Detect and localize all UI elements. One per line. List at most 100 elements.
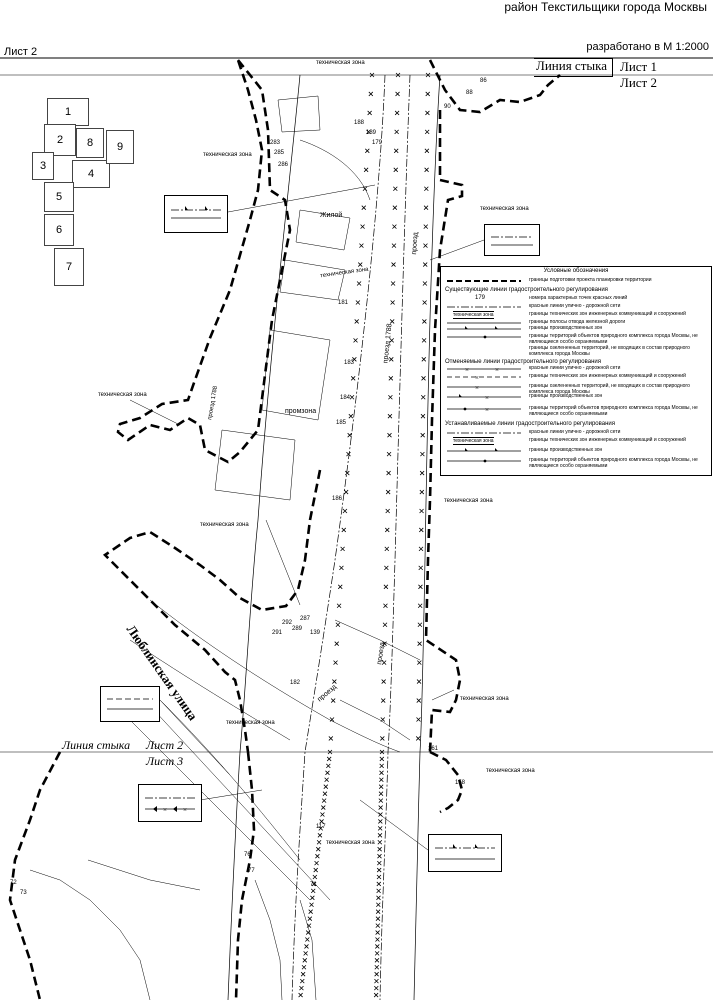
legend-row-13: границы территорий объектов природного к… — [529, 405, 698, 417]
cancelled-line-cross — [374, 971, 379, 977]
cancelled-line-cross — [363, 167, 369, 173]
cancelled-line-cross — [365, 148, 370, 154]
cancelled-line-cross — [366, 129, 371, 135]
cancelled-line-cross — [374, 978, 379, 984]
svg-text:×: × — [495, 366, 499, 373]
index-sheet-8[interactable]: 8 — [76, 128, 104, 158]
cancelled-line-cross — [337, 584, 343, 590]
cancelled-line-cross — [382, 622, 388, 628]
point-number: 71 — [310, 882, 317, 888]
cancelled-line-cross — [350, 376, 356, 381]
cancelled-line-cross — [377, 826, 383, 831]
cancelled-line-cross — [380, 736, 385, 741]
cancelled-line-cross — [390, 281, 396, 286]
cancelled-line-cross — [348, 413, 354, 419]
cancelled-line-cross — [379, 777, 384, 783]
cancelled-line-cross — [389, 338, 395, 343]
key-box-4: ×× — [138, 784, 202, 822]
cancelled-line-cross — [388, 376, 394, 381]
cancelled-line-cross — [425, 91, 431, 97]
cancelled-line-cross — [311, 881, 317, 887]
cancelled-line-cross — [388, 394, 393, 400]
cancelled-line-cross — [320, 805, 326, 810]
cancelled-line-cross — [376, 881, 382, 887]
cancelled-line-cross — [392, 205, 398, 210]
svg-text:×: × — [485, 394, 489, 401]
cancelled-line-cross — [304, 944, 309, 949]
point-number: 286 — [278, 162, 289, 168]
cancelled-line-cross — [347, 432, 352, 438]
zone-label-technical-6: техническая зона — [444, 498, 493, 504]
cancelled-line-cross — [377, 853, 382, 859]
key-box-3 — [100, 686, 160, 722]
cancelled-line-cross — [376, 902, 381, 908]
project-boundary — [8, 59, 561, 1000]
index-sheet-7[interactable]: 7 — [54, 248, 84, 286]
index-sheet-6[interactable]: 6 — [44, 214, 74, 246]
legend-row-6: границы производственных зон — [529, 325, 603, 331]
svg-text:×: × — [475, 384, 479, 391]
bottom-join-label: Линия стыка — [62, 738, 131, 752]
cancelled-line-cross — [421, 376, 426, 381]
cancelled-line-cross — [420, 451, 425, 457]
bottom-sheet-below: Лист 3 — [146, 754, 184, 768]
cancelled-line-cross — [378, 819, 383, 824]
cancelled-line-cross — [378, 791, 384, 796]
cancelled-line-cross — [332, 679, 337, 684]
scale-label: разработано в М 1:2000 — [586, 41, 709, 53]
legend-row-7: границы территорий объектов природного к… — [529, 333, 698, 345]
cancelled-line-cross — [335, 622, 341, 628]
index-sheet-3[interactable]: 3 — [32, 152, 54, 180]
cancelled-line-cross — [376, 867, 382, 873]
point-number: 291 — [272, 630, 283, 636]
point-number: 88 — [466, 90, 473, 96]
legend-row-5: границы полосы отвода железной дороги — [529, 319, 626, 325]
cancelled-line-cross — [423, 224, 429, 229]
cancelled-line-cross — [387, 413, 393, 419]
cancelled-line-cross — [416, 698, 422, 703]
cancelled-line-cross — [320, 812, 325, 817]
cancelled-line-cross — [385, 508, 390, 514]
legend-row-4: границы технических зон инженерных комму… — [529, 311, 686, 317]
cancelled-line-cross — [386, 470, 391, 476]
cancelled-line-cross — [300, 971, 306, 977]
legend-row-10: границы технических зон инженерных комму… — [529, 373, 686, 379]
cancelled-line-cross — [384, 546, 390, 552]
sheet-label: Лист 2 — [4, 46, 38, 58]
cancelled-line-cross — [376, 895, 381, 901]
cancelled-line-cross — [393, 186, 398, 192]
top-sheet-current: Лист 2 — [620, 75, 657, 90]
legend-row-1: границы подготовки проекта планировки те… — [529, 277, 652, 283]
point-number: 185 — [336, 420, 347, 426]
leader-lines — [129, 184, 485, 901]
index-sheet-9[interactable]: 9 — [106, 130, 134, 164]
cancelled-line-cross — [385, 489, 391, 495]
point-number: 186 — [332, 496, 343, 502]
cancelled-line-cross — [422, 319, 427, 324]
cancelled-line-cross — [423, 243, 428, 248]
point-number: 90 — [444, 104, 451, 110]
svg-text:×: × — [163, 806, 167, 814]
cancelled-line-cross — [417, 641, 422, 646]
cancelled-line-cross — [330, 698, 336, 703]
index-sheet-1[interactable]: 1 — [47, 98, 89, 126]
index-sheet-4[interactable]: 4 — [72, 160, 110, 188]
cancelled-line-cross — [310, 895, 315, 901]
cancelled-line-cross — [359, 243, 364, 248]
cancelled-line-cross — [422, 262, 428, 267]
cancelled-line-cross — [378, 784, 384, 790]
index-sheet-2[interactable]: 2 — [44, 124, 76, 156]
cancelled-line-cross — [418, 527, 424, 533]
point-number: 189 — [366, 130, 377, 136]
cancelled-line-cross — [394, 129, 399, 135]
point-number: 287 — [300, 616, 311, 622]
legend-section-3: Устанавливаемые линии градостроительного… — [445, 421, 616, 427]
cancelled-line-cross — [374, 958, 380, 963]
legend-row-3: красные линии улично - дорожной сети — [529, 303, 621, 309]
index-sheet-5[interactable]: 5 — [44, 182, 74, 212]
legend-row-17: границы территорий объектов природного к… — [529, 457, 698, 469]
zone-label-technical-2: техническая зона — [316, 60, 365, 66]
cancelled-line-cross — [375, 930, 380, 935]
cancelled-line-cross — [353, 338, 358, 343]
